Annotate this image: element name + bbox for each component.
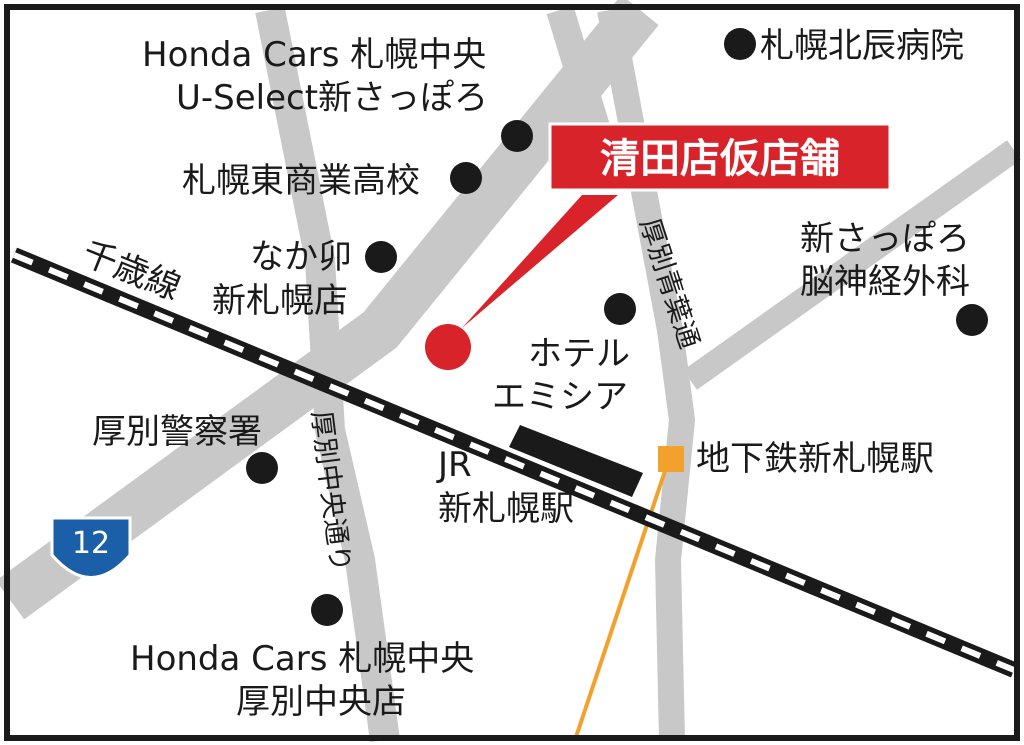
honda-u-select-line2: U-Select新さっぽろ [176,78,488,118]
route-12-road [0,0,659,620]
hotel-emisia-dot [604,293,636,325]
nakau-line1: なか卯 [250,237,352,277]
road-right-diagonal [683,140,1021,390]
jr-station-line1: JR [436,445,472,485]
police-dot [246,452,278,484]
road-upper-branch [546,5,614,145]
subway-line [573,461,670,741]
hospital-dot [724,28,756,60]
honda-u-select-line1: Honda Cars 札幌中央 [142,35,486,75]
callout-box [548,122,892,192]
landmark-dots [246,28,988,626]
high-school-label: 札幌東商業高校 [182,161,420,201]
jr-chitose-line [10,247,1018,678]
honda-chuo-line2: 厚別中央店 [236,682,406,722]
hospital-label: 札幌北辰病院 [760,26,964,66]
neurosurgery-line2: 脳神経外科 [800,262,970,302]
police-label: 厚別警察署 [92,412,262,452]
callout-pointer [462,195,618,328]
high-school-dot [450,162,482,194]
store-location-marker[interactable] [425,324,471,370]
subway-station-label: 地下鉄新札幌駅 [696,439,934,479]
neurosurgery-line1: 新さっぽろ [800,219,970,259]
route-shield-number: 12 [72,526,110,561]
honda-chuo-line1: Honda Cars 札幌中央 [130,639,474,679]
callout-label: 清田店仮店舗 [600,136,840,182]
hotel-emisia-line2: エミシア [492,377,628,417]
nakau-dot [365,241,397,273]
honda-u-select-dot [501,120,533,152]
atsubetsu-aoba-road [597,7,696,741]
subway-station-marker [658,446,684,472]
jr-station-line2: 新札幌駅 [438,489,574,529]
honda-chuo-dot [311,594,343,626]
atsubetsu-chuo-road [255,7,400,743]
route-12-shield: 12 [50,516,132,579]
nakau-line2: 新札幌店 [212,281,348,321]
jr-station-block [509,425,643,497]
map-frame [4,4,1020,741]
hotel-emisia-line1: ホテル [528,334,630,374]
neurosurgery-dot [956,304,988,336]
